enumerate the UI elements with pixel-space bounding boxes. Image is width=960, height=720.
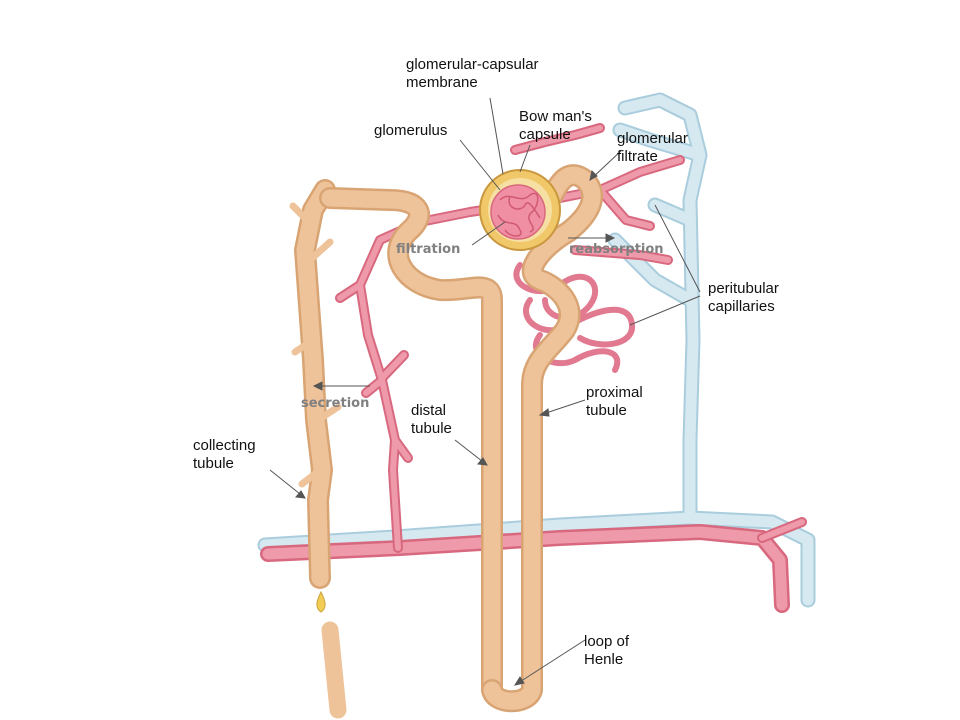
label-bowmans-capsule: Bow man's capsule — [519, 108, 592, 143]
arrowhead-distal — [477, 457, 488, 466]
urine-drop — [316, 590, 326, 613]
pointer-lines — [269, 97, 701, 686]
proximal-tubule-shape — [481, 164, 604, 713]
label-collecting-tubule: collecting tubule — [193, 437, 256, 472]
arterial-branch-fill — [337, 125, 805, 551]
venous-vessels-fill — [259, 94, 814, 606]
pointer-henle — [514, 639, 586, 686]
label-proximal-tubule: proximal tubule — [586, 384, 643, 419]
label-distal-tubule: distal tubule — [411, 402, 452, 437]
pointer-peritubular-b — [629, 295, 701, 326]
proximal-tubule-fill — [483, 166, 601, 710]
collecting-tubule-shape — [289, 179, 347, 719]
distal-tubule-shape — [319, 187, 503, 701]
collecting-tubule-lower — [321, 621, 347, 719]
pointer-glomerulus — [459, 139, 501, 191]
label-peritubular-capillaries: peritubular capillaries — [708, 280, 779, 315]
process-reabsorption: reabsorption — [569, 242, 664, 257]
renal-corpuscle — [479, 169, 561, 251]
secretion-arrowhead — [312, 381, 323, 391]
pointer-membrane — [489, 97, 504, 175]
reabsorption-arrowhead — [605, 233, 616, 243]
process-secretion: secretion — [301, 396, 370, 411]
label-glomerular-filtrate: glomerular filtrate — [617, 130, 688, 165]
collecting-tubule-fill — [296, 181, 334, 587]
pointer-filtration — [471, 221, 506, 246]
distal-tubule-fill — [321, 189, 501, 699]
arrowhead-henle — [513, 676, 525, 686]
label-loop-of-henle: loop of Henle — [584, 633, 630, 668]
glomerulus-loops — [497, 192, 541, 237]
label-glomerulus: glomerulus — [374, 122, 448, 139]
process-arrows — [312, 233, 616, 391]
pointer-peritubular-a — [654, 204, 701, 293]
collecting-tubule-branches — [289, 202, 342, 488]
arrowhead-collecting — [295, 490, 306, 499]
arrowhead-proximal — [538, 408, 550, 417]
pointer-capsule — [519, 144, 531, 173]
venous-vessels — [257, 92, 816, 608]
process-filtration: filtration — [396, 242, 461, 257]
arrowhead-filtrate — [589, 170, 598, 181]
label-glomerular-capsular-membrane: glomerular-capsular membrane — [406, 56, 539, 91]
